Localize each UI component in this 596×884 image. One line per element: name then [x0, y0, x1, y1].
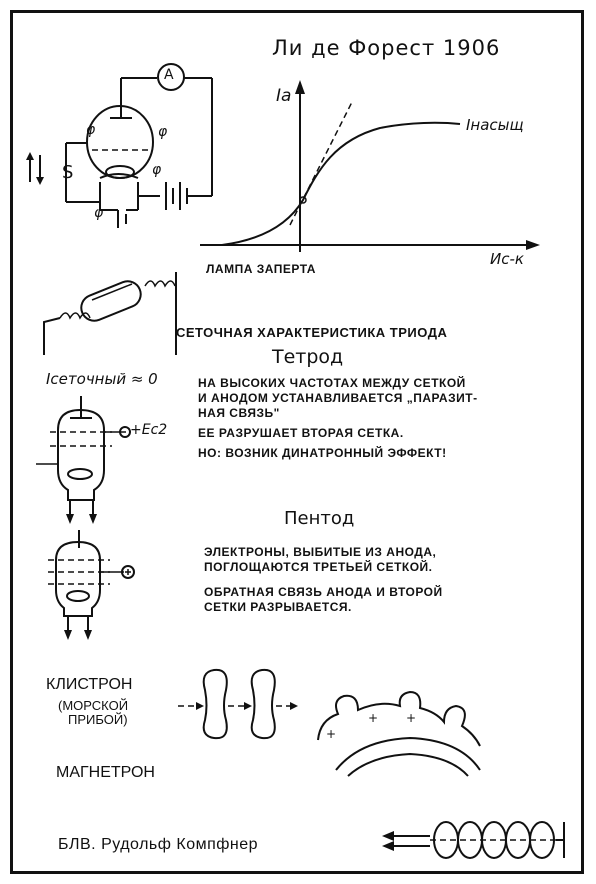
- magnetron-label: МАГНЕТРОН: [56, 764, 155, 781]
- helix-drawing: [382, 821, 565, 859]
- tangent-line: [289, 101, 353, 226]
- svg-text:+: +: [406, 711, 416, 725]
- tetrode-text-3: НО: ВОЗНИК ДИНАТРОННЫЙ ЭФФЕКТ!: [198, 446, 447, 460]
- klystron-label: КЛИСТРОН: [46, 676, 133, 693]
- graph-x-label: Ис-к: [490, 250, 524, 268]
- svg-text:+: +: [368, 711, 378, 725]
- characteristic-curve: [221, 121, 461, 246]
- magnetron-drawing: + + +: [317, 690, 481, 777]
- triode-caption: СЕТОЧНАЯ ХАРАКТЕРИСТИКА ТРИОДА: [176, 325, 448, 340]
- phi-label-2: φ: [158, 124, 168, 140]
- klystron-sub-1: (МОРСКОЙ: [58, 698, 129, 713]
- phi-label-3: φ: [152, 162, 162, 178]
- triode-cathode: [105, 165, 135, 179]
- switch-label: S: [62, 162, 74, 183]
- saturation-label: Iнасыщ: [466, 116, 524, 134]
- lamp-closed-label: ЛАМПА ЗАПЕРТА: [206, 262, 316, 276]
- klystron-drawing: [178, 668, 298, 740]
- tetrode-text-2: ЕЕ РАЗРУШАЕТ ВТОРАЯ СЕТКА.: [198, 426, 404, 440]
- tetrode-drawing: [36, 396, 131, 524]
- pentode-text-2b: СЕТКИ РАЗРЫВАЕТСЯ.: [204, 600, 352, 614]
- page-frame: [10, 10, 584, 874]
- phi-label-1: φ: [86, 122, 96, 138]
- tetrode-text-1c: НАЯ СВЯЗЬ": [198, 406, 280, 420]
- klystron-sub-2: ПРИБОЙ): [68, 712, 128, 727]
- grid-characteristic-graph: [200, 80, 540, 252]
- grid-coil-drawing: [43, 272, 177, 355]
- tetrode-heading: Тетрод: [272, 346, 344, 368]
- footer-credit: БЛВ. Рудольф Компфнер: [58, 836, 259, 853]
- pentode-text-1b: ПОГЛОЩАЮТСЯ ТРЕТЬЕЙ СЕТКОЙ.: [204, 560, 433, 574]
- tetrode-text-1b: И АНОДОМ УСТАНАВЛИВАЕТСЯ „ПАРАЗИТ-: [198, 391, 478, 405]
- pentode-drawing: [48, 530, 135, 640]
- pentode-heading: Пентод: [284, 508, 355, 529]
- page-title: Ли де Форест 1906: [272, 36, 501, 60]
- pentode-text-1a: ЭЛЕКТРОНЫ, ВЫБИТЫЕ ИЗ АНОДА,: [204, 545, 437, 559]
- triode-circuit-diagram: [26, 63, 213, 228]
- phi-label-4: φ: [94, 205, 104, 221]
- pentode-text-2a: ОБРАТНАЯ СВЯЗЬ АНОДА И ВТОРОЙ: [204, 585, 443, 599]
- ec2-label: +Ec2: [130, 422, 168, 438]
- grid-current-label: Iсеточный ≈ 0: [46, 370, 158, 388]
- tetrode-text-1a: НА ВЫСОКИХ ЧАСТОТАХ МЕЖДУ СЕТКОЙ: [198, 376, 466, 390]
- graph-y-label: Ia: [276, 86, 292, 106]
- svg-text:+: +: [326, 727, 336, 741]
- ammeter-label: A: [164, 67, 174, 83]
